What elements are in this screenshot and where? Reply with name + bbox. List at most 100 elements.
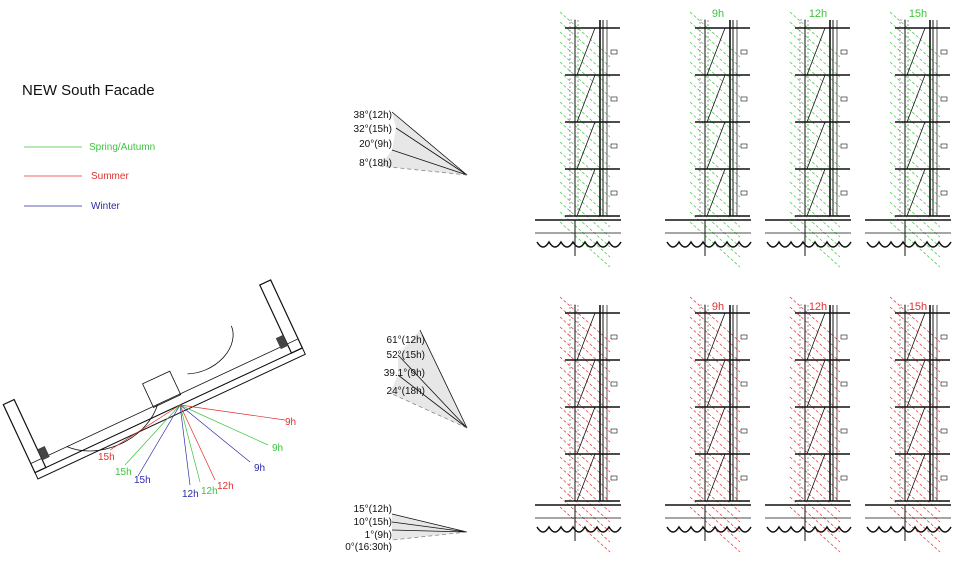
sun-ray-line [789, 101, 841, 148]
sun-angle-label: 15h [98, 452, 115, 463]
sun-ray-line [689, 121, 741, 168]
legend-label: Summer [91, 171, 129, 182]
sun-ray-line [689, 356, 741, 403]
shade-frame [699, 304, 709, 502]
brace [906, 453, 926, 502]
brace [576, 453, 596, 502]
sun-ray-line [889, 31, 941, 78]
angle-label: 52°(15h) [387, 350, 425, 361]
sun-ray-line [889, 191, 941, 238]
window-box [840, 96, 848, 102]
sun-ray-line [559, 91, 611, 138]
legend-item: Summer [24, 171, 129, 182]
window-box [740, 381, 748, 387]
sun-ray-line [789, 71, 841, 118]
sun-ray-line [559, 171, 611, 218]
section-spring-12h [765, 11, 852, 268]
window-box [610, 190, 618, 196]
sun-ray-line [559, 151, 611, 198]
sun-ray-line [559, 141, 611, 188]
sun-ray-line [889, 91, 941, 138]
brace [576, 168, 596, 217]
sun-ray-line [689, 306, 741, 353]
stair-right [275, 334, 289, 350]
window-box [840, 143, 848, 149]
sun-ray [109, 404, 181, 451]
sun-ray [124, 404, 181, 466]
brace [706, 312, 726, 361]
foundation [866, 525, 952, 533]
sun-ray-line [559, 51, 611, 98]
sun-ray-line [689, 426, 741, 473]
fan-ray [391, 513, 468, 533]
window-box [940, 143, 948, 149]
sun-ray-line [889, 336, 941, 383]
section-spring-base [535, 11, 622, 268]
legend-label: Spring/Autumn [89, 142, 155, 153]
sun-ray-line [559, 436, 611, 483]
room-box [142, 370, 182, 408]
window-box [610, 143, 618, 149]
sun-ray-line [559, 71, 611, 118]
sun-ray-line [789, 336, 841, 383]
foundation [536, 525, 622, 533]
angle-label: 15°(12h) [354, 504, 392, 515]
window-box [940, 334, 948, 340]
sun-ray-line [789, 376, 841, 423]
sun-ray-line [789, 346, 841, 393]
sun-ray-line [689, 31, 741, 78]
section-time-header: 12h [809, 8, 827, 20]
sun-ray-line [889, 356, 941, 403]
sun-ray-line [889, 476, 941, 523]
sun-ray-line [689, 91, 741, 138]
brace [576, 121, 596, 170]
window-box [940, 96, 948, 102]
window-box [740, 475, 748, 481]
sun-ray-line [689, 211, 741, 258]
sun-ray-line [689, 201, 741, 248]
brace [576, 359, 596, 408]
brace [576, 74, 596, 123]
sun-ray-line [789, 306, 841, 353]
sun-ray-line [689, 41, 741, 88]
sun-ray [179, 404, 251, 463]
sun-ray-line [889, 406, 941, 453]
sun-ray-line [689, 101, 741, 148]
spring-angle-fan: 38°(12h)32°(15h)20°(9h)8°(18h) [354, 110, 468, 176]
fan-ray [391, 529, 468, 533]
sun-ray-line [789, 21, 841, 68]
angle-label: 8°(18h) [359, 158, 392, 169]
angle-label: 39.1°(9h) [384, 368, 425, 379]
sun-ray-line [689, 71, 741, 118]
shade-frame [569, 304, 579, 502]
sun-ray-line [889, 376, 941, 423]
window-box [840, 334, 848, 340]
brace [576, 27, 596, 76]
sun-ray-line [789, 386, 841, 433]
sun-angle-label: 12h [217, 481, 234, 492]
sun-ray-line [689, 406, 741, 453]
window-box [840, 428, 848, 434]
sun-ray-line [559, 456, 611, 503]
foundation [536, 240, 622, 248]
sun-ray-line [789, 81, 841, 128]
sun-ray-line [789, 366, 841, 413]
sun-angle-label: 12h [182, 489, 199, 500]
window-box [610, 475, 618, 481]
sun-ray-line [789, 121, 841, 168]
sun-ray-line [559, 316, 611, 363]
sun-ray-line [559, 506, 611, 553]
shade-frame [899, 304, 909, 502]
sun-ray-line [789, 31, 841, 78]
foundation [666, 240, 752, 248]
sun-ray-line [889, 11, 941, 58]
sun-ray-line [559, 11, 611, 58]
sun-ray-line [689, 151, 741, 198]
stair-left [37, 446, 50, 461]
window-box [940, 190, 948, 196]
sun-ray-line [559, 41, 611, 88]
sun-ray-line [889, 121, 941, 168]
brace [906, 359, 926, 408]
sun-ray-line [889, 506, 941, 553]
